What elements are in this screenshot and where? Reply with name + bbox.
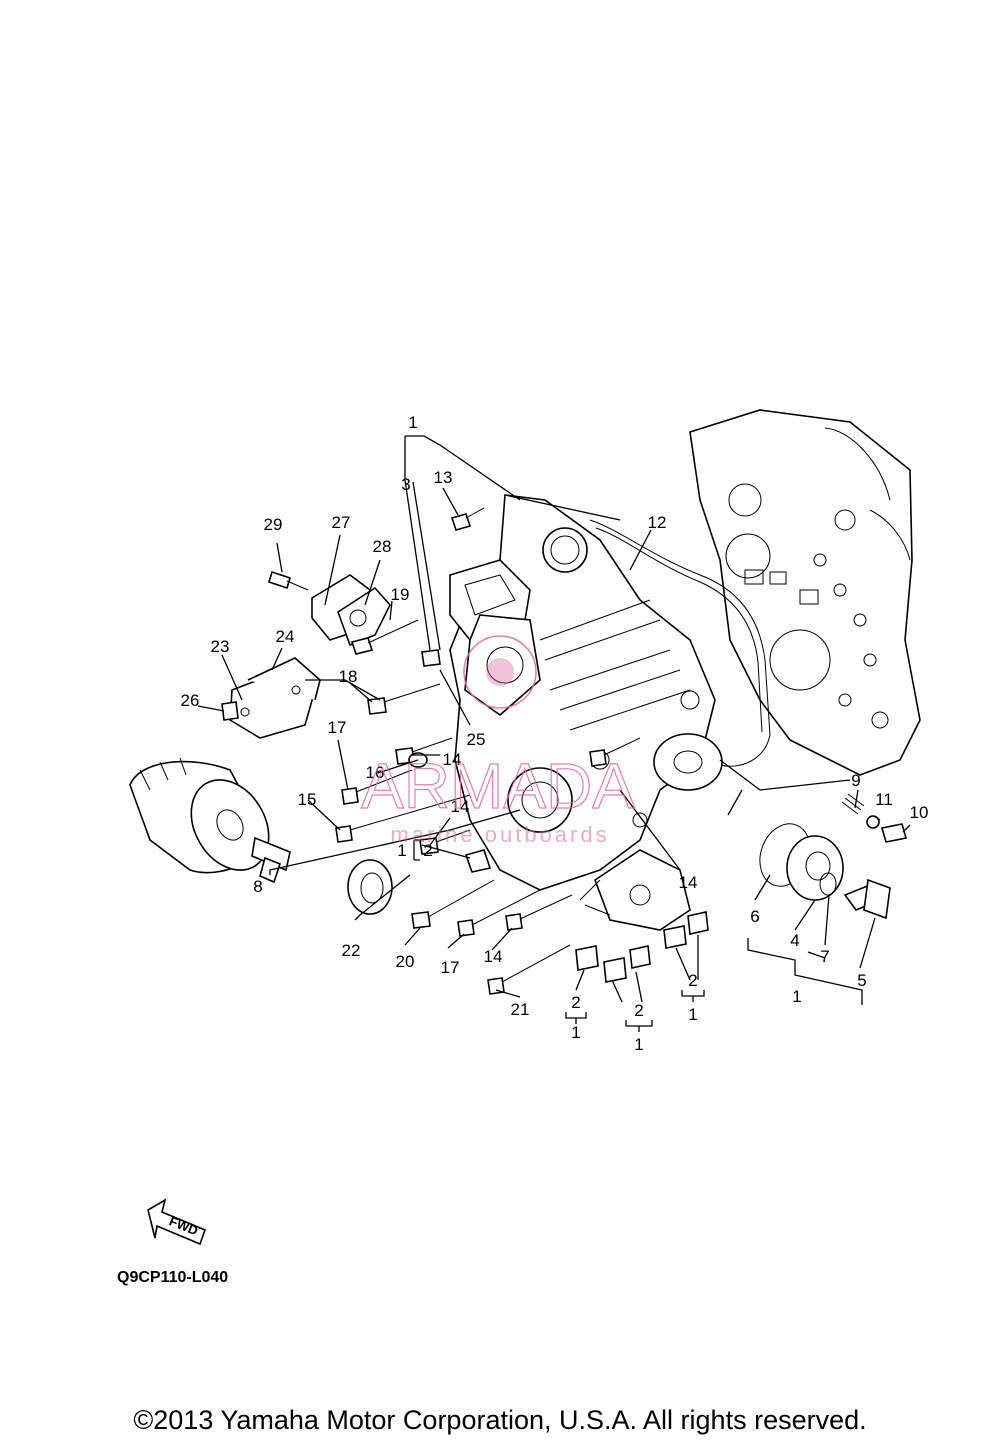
spring — [841, 793, 865, 815]
callout-9: 9 — [851, 771, 860, 790]
callout-7: 7 — [820, 947, 829, 966]
copyright-notice: ©2013 Yamaha Motor Corporation, U.S.A. A… — [133, 1405, 867, 1435]
callout-24: 24 — [276, 627, 295, 646]
timing-case-housing — [449, 494, 716, 891]
callout-23: 23 — [211, 637, 230, 656]
callout-1: 1 — [397, 841, 406, 860]
callout-14: 14 — [679, 873, 698, 892]
watermark: ARMADA marine outboards — [360, 635, 636, 847]
callout-3: 3 — [401, 475, 410, 494]
callout-22: 22 — [342, 941, 361, 960]
cover-gasket — [311, 574, 391, 647]
oil-pump-cover — [653, 733, 723, 791]
callout-25: 25 — [467, 730, 486, 749]
callout-4: 4 — [790, 931, 799, 950]
callout-11: 11 — [875, 790, 893, 809]
callout-19: 19 — [391, 585, 410, 604]
callout-17: 17 — [328, 718, 347, 737]
callout-8: 8 — [253, 877, 262, 896]
callout-21: 21 — [511, 1000, 530, 1019]
callout-28: 28 — [373, 537, 392, 556]
callout-14: 14 — [484, 947, 503, 966]
callout-15: 15 — [298, 790, 317, 809]
gasket — [589, 519, 771, 767]
drain-plug — [843, 878, 891, 920]
callout-1: 1 — [792, 987, 801, 1006]
plug-cap — [880, 823, 908, 843]
callout-2: 2 — [688, 971, 697, 990]
callout-2: 2 — [571, 993, 580, 1012]
callout-29: 29 — [264, 515, 283, 534]
callout-14: 14 — [443, 750, 462, 769]
callout-2: 2 — [423, 841, 432, 860]
callout-1: 1 — [634, 1035, 643, 1054]
bolts — [221, 507, 641, 995]
callout-2: 2 — [634, 1001, 643, 1020]
leader-lines — [197, 435, 911, 1032]
callout-16: 16 — [366, 763, 385, 782]
engine-block — [689, 409, 921, 776]
callout-1: 1 — [688, 1005, 697, 1024]
oil-seal — [347, 859, 393, 915]
callout-17: 17 — [441, 958, 460, 977]
callout-5: 5 — [857, 971, 866, 990]
oil-filter — [129, 757, 270, 874]
fwd-arrow-icon: FWD — [147, 1198, 207, 1246]
watermark-brand: ARMADA — [361, 750, 635, 822]
callout-1: 1 — [408, 413, 417, 432]
ball — [866, 815, 880, 829]
o-ring-small — [819, 872, 837, 896]
diagram-code: Q9CP110-L040 — [117, 1269, 228, 1286]
callout-18: 18 — [339, 667, 358, 686]
cover-plate — [229, 657, 321, 739]
plugs — [464, 849, 709, 983]
callout-26: 26 — [181, 691, 200, 710]
callout-labels: 1 3 13 12 29 27 28 19 23 24 18 26 25 17 … — [181, 413, 929, 1054]
callout-6: 6 — [750, 907, 759, 926]
callout-1: 1 — [571, 1023, 580, 1042]
callout-13: 13 — [434, 468, 453, 487]
callout-20: 20 — [396, 952, 415, 971]
filter-bracket — [579, 849, 691, 931]
callout-10: 10 — [910, 803, 929, 822]
watermark-tagline: marine outboards — [390, 822, 609, 847]
callout-14: 14 — [451, 797, 470, 816]
callout-12: 12 — [648, 513, 667, 532]
callout-27: 27 — [332, 513, 351, 532]
